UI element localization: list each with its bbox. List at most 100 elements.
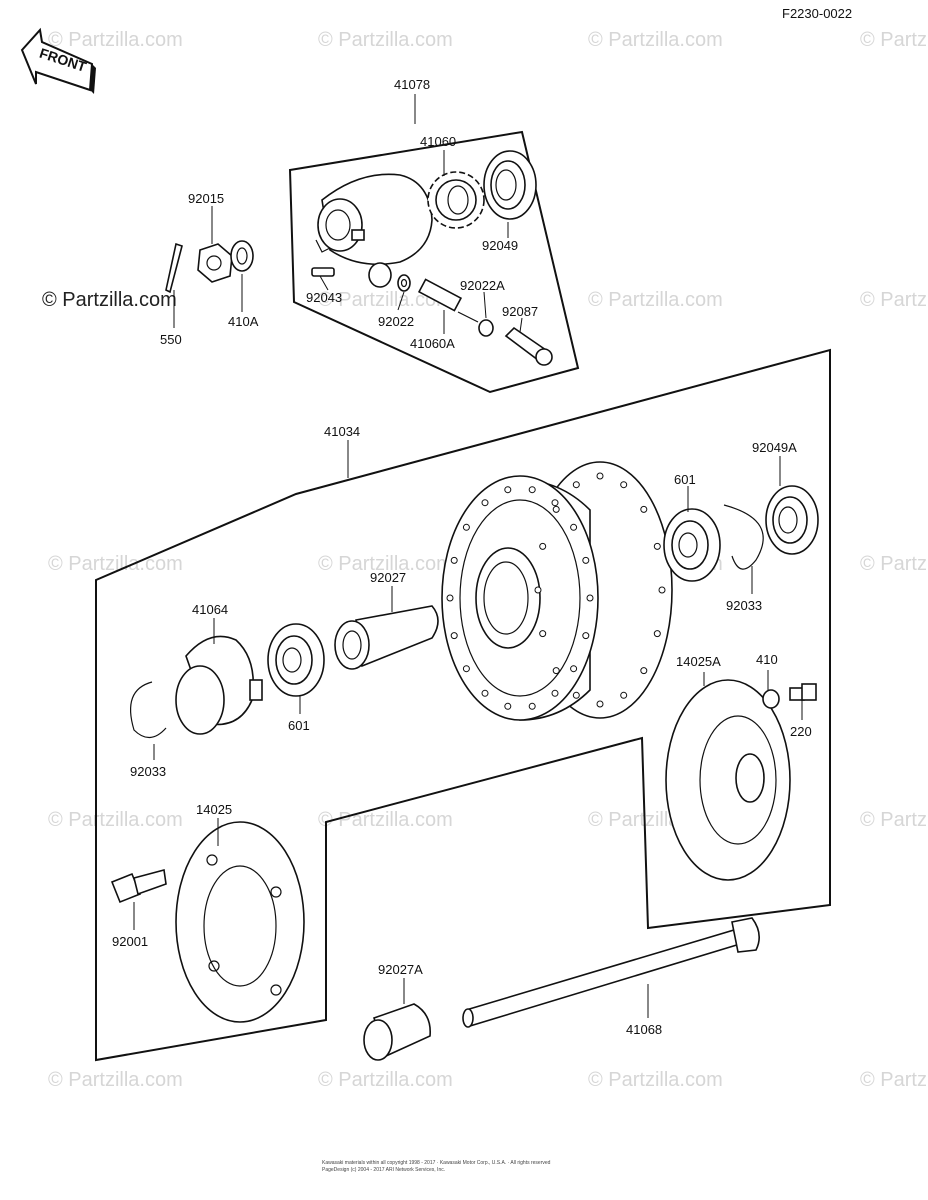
bushing-part: [368, 262, 392, 288]
part-label: 92027: [370, 570, 406, 585]
spoke-hole: [551, 689, 559, 697]
spoke-hole: [620, 481, 628, 489]
speedometer-gear-part: [427, 171, 485, 229]
oil-seal-part: [483, 150, 537, 220]
spoke-holes: [446, 472, 666, 710]
part-label: 410A: [228, 314, 259, 329]
part-label: 14025A: [676, 654, 721, 669]
part-label: 601: [288, 718, 310, 733]
spoke-hole: [596, 700, 604, 708]
circlip-part: [130, 681, 167, 739]
spoke-hole: [481, 499, 489, 507]
washer-part: [762, 689, 780, 709]
drive-shaft-part: [504, 326, 553, 366]
part-label: 92049: [482, 238, 518, 253]
spoke-hole: [481, 689, 489, 697]
spoke-hole: [504, 702, 512, 710]
bearing-part: [267, 623, 325, 697]
spoke-hole: [446, 594, 454, 602]
part-label: 92015: [188, 191, 224, 206]
part-label: 92043: [306, 290, 342, 305]
part-labels: 41078 41060 92049 92015 410A 550 92043 9…: [112, 77, 812, 1037]
circlip-part: [723, 504, 764, 570]
part-label: 601: [674, 472, 696, 487]
spoke-hole: [539, 630, 547, 638]
watermark: © Partzilla.com: [318, 553, 453, 575]
diagram-code: F2230-0022: [782, 6, 852, 21]
key-part: [311, 267, 335, 277]
collar-part: [363, 1003, 431, 1061]
part-label: 41060: [420, 134, 456, 149]
watermark: © Partzilla.com: [860, 29, 928, 51]
watermark: © Partzilla.com: [588, 1069, 723, 1091]
part-label: 14025: [196, 802, 232, 817]
spoke-hole: [620, 691, 628, 699]
watermark: © Partzilla.com: [48, 809, 183, 831]
part-label: 220: [790, 724, 812, 739]
part-label: 92033: [130, 764, 166, 779]
spoke-hole: [539, 542, 547, 550]
watermark: © Partzilla.com: [48, 1069, 183, 1091]
spoke-hole: [653, 542, 661, 550]
cover-plate-part: [175, 821, 305, 1023]
watermark: © Partzilla.com: [318, 809, 453, 831]
spoke-hole: [653, 630, 661, 638]
part-label: 41060A: [410, 336, 455, 351]
spoke-hole: [582, 556, 590, 564]
spoke-hole: [570, 665, 578, 673]
spoke-hole: [534, 586, 542, 594]
brake-panel-part: [665, 679, 791, 881]
spoke-hole: [462, 523, 470, 531]
washer-part: [478, 319, 494, 337]
spoke-hole: [640, 505, 648, 513]
speedometer-housing-part: [315, 173, 433, 266]
part-label: 92049A: [752, 440, 797, 455]
spoke-hole: [640, 667, 648, 675]
spoke-hole: [572, 481, 580, 489]
spacer-part: [334, 605, 439, 670]
spoke-hole: [552, 505, 560, 513]
bearing-part: [663, 508, 721, 582]
part-label: 92033: [726, 598, 762, 613]
part-label: 92087: [502, 304, 538, 319]
spoke-hole: [658, 586, 666, 594]
watermark: © Partzilla.com: [588, 289, 723, 311]
spoke-hole: [551, 499, 559, 507]
oil-seal-part: [765, 485, 819, 555]
part-label: 92001: [112, 934, 148, 949]
part-label: 550: [160, 332, 182, 347]
copyright-line: Kawasaki materials within all copyright …: [322, 1160, 551, 1166]
pinion-gear-part: [417, 278, 479, 323]
part-label: 41068: [626, 1022, 662, 1037]
spoke-hole: [504, 486, 512, 494]
spoke-hole: [552, 667, 560, 675]
watermark: © Partzilla.com: [588, 29, 723, 51]
watermark: © Partzilla.com: [48, 29, 183, 51]
watermark: © Partzilla.com: [860, 809, 928, 831]
watermark: © Partzilla.com: [48, 553, 183, 575]
bolt-part: [110, 868, 167, 904]
watermark: © Partzilla.com: [860, 1069, 928, 1091]
cotter-pin-part: [165, 242, 183, 294]
part-label: 92027A: [378, 962, 423, 977]
wheel-hub-part: [441, 461, 673, 721]
spoke-hole: [582, 632, 590, 640]
washer-part: [230, 240, 254, 272]
speedometer-gear-group-boundary: [288, 130, 580, 394]
bolt-part: [789, 683, 817, 701]
leader-lines: [133, 94, 803, 1018]
spoke-hole: [462, 665, 470, 673]
spoke-hole: [450, 556, 458, 564]
spoke-hole: [572, 691, 580, 699]
spoke-hole: [596, 472, 604, 480]
watermark: © Partzilla.com: [860, 289, 928, 311]
part-label: 41034: [324, 424, 360, 439]
watermark: © Partzilla.com: [318, 1069, 453, 1091]
part-label: 92022A: [460, 278, 505, 293]
spoke-hole: [586, 594, 594, 602]
axle-part: [462, 917, 760, 1028]
part-label: 410: [756, 652, 778, 667]
part-label: 41064: [192, 602, 228, 617]
